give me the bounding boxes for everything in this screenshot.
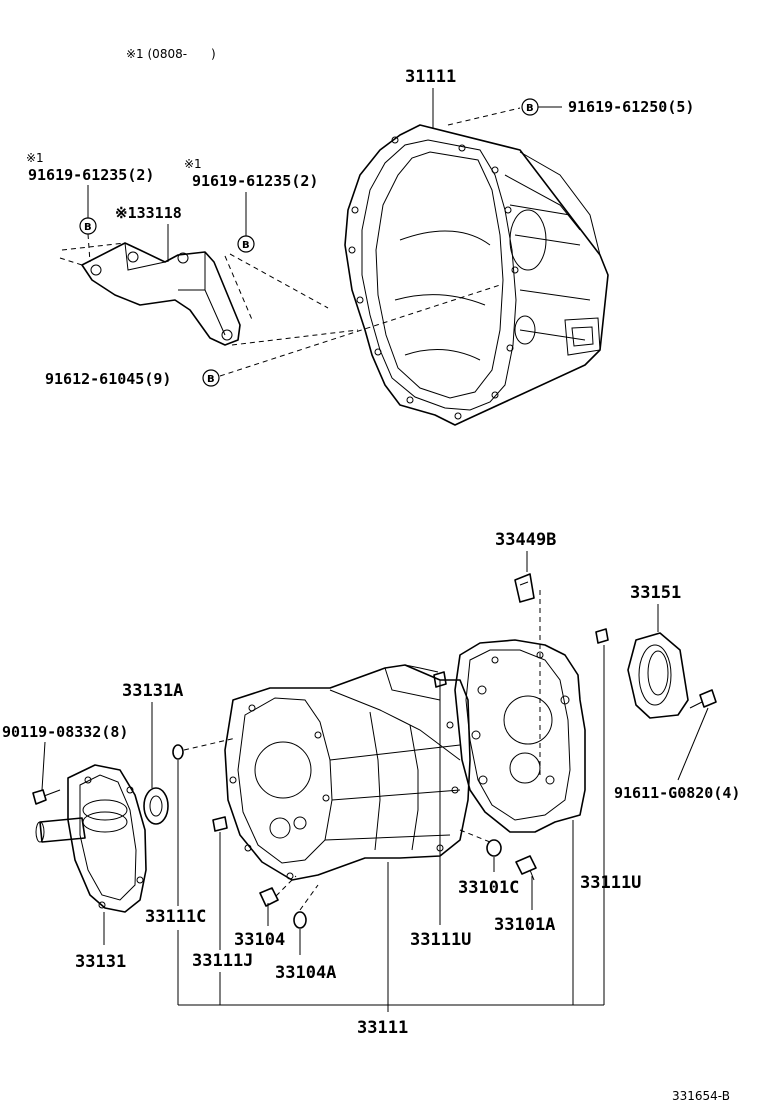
svg-text:B: B xyxy=(526,103,534,114)
svg-text:B: B xyxy=(84,222,92,233)
applicability-note: ※1 (0808- ) xyxy=(126,47,216,61)
plug-c-drawing xyxy=(486,839,502,857)
dowel-u-mid-drawing xyxy=(433,671,447,688)
label-bellhousing: 31111 xyxy=(405,67,456,87)
bolt-marker-61045: B xyxy=(202,369,220,387)
dowel-c-drawing xyxy=(172,744,184,760)
clip-drawing xyxy=(514,573,535,603)
bolt-marker-61235-a: B xyxy=(79,217,97,235)
svg-text:B: B xyxy=(207,374,215,385)
svg-text:B: B xyxy=(242,240,250,251)
bolt-marker-61250: B xyxy=(447,98,539,126)
note-mark-b: ※1 xyxy=(184,157,202,171)
plug-a-drawing xyxy=(515,855,537,881)
bellhousing-drawing xyxy=(344,124,609,426)
retainer-drawing xyxy=(627,632,689,719)
label-dowel-u-right: 33111U xyxy=(580,873,641,893)
label-bolt-g0820: 91611-G0820(4) xyxy=(614,784,740,802)
oil-seal-drawing xyxy=(143,787,169,825)
bolt-08332-drawing xyxy=(32,789,61,805)
case-assy-leader xyxy=(177,862,604,1012)
label-plug-c: 33101C xyxy=(458,878,519,898)
label-bracket: ※133118 xyxy=(115,204,182,222)
bracket-drawing xyxy=(81,242,241,346)
label-plug: 33104 xyxy=(234,930,285,950)
bolt-marker-61235-b: B xyxy=(237,235,255,253)
label-gasket: 33104A xyxy=(275,963,336,983)
label-plug-a: 33101A xyxy=(494,915,555,935)
label-dowel-j: 33111J xyxy=(192,951,253,971)
dowel-j-drawing xyxy=(212,816,228,832)
label-dowel-u-mid: 33111U xyxy=(410,930,471,950)
transmission-case-drawing xyxy=(224,664,471,881)
dowel-u-right-drawing xyxy=(595,628,609,644)
note-mark-a: ※1 xyxy=(26,151,44,165)
plug-33104-drawing xyxy=(259,887,279,914)
label-bolt-61235-b: 91619-61235(2) xyxy=(192,172,318,190)
label-case-assy: 33111 xyxy=(357,1018,408,1038)
extension-housing-drawing xyxy=(35,764,147,913)
label-retainer: 33151 xyxy=(630,583,681,603)
label-bolt-61235-a: 91619-61235(2) xyxy=(28,166,154,184)
label-seal: 33131A xyxy=(122,681,183,701)
intermediate-plate-drawing xyxy=(454,639,586,833)
footer-code: 331654-B xyxy=(672,1089,730,1103)
label-bolt-08332: 90119-08332(8) xyxy=(2,723,128,741)
label-bolt-61250: 91619-61250(5) xyxy=(568,98,694,116)
label-dowel-c: 33111C xyxy=(145,907,206,927)
label-bolt-61045: 91612-61045(9) xyxy=(45,370,171,388)
gasket-drawing xyxy=(293,911,307,929)
bolt-g0820-drawing xyxy=(689,689,717,709)
label-clip: 33449B xyxy=(495,530,556,550)
label-extension-housing: 33131 xyxy=(75,952,126,972)
